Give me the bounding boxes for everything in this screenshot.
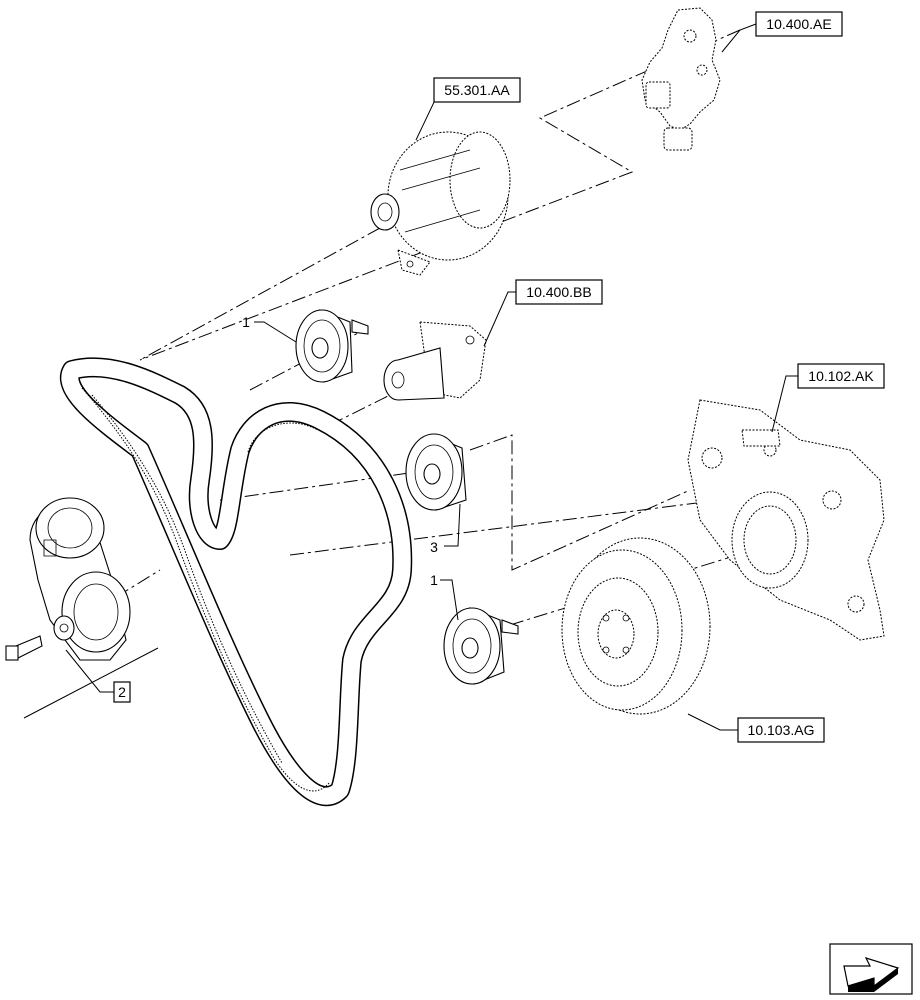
svg-text:55.301.AA: 55.301.AA	[444, 82, 510, 98]
poly-v-belt	[60, 357, 413, 806]
reference-10-103-ag[interactable]: 10.103.AG	[737, 717, 825, 743]
reference-10-400-bb[interactable]: 10.400.BB	[515, 279, 603, 305]
reference-10-102-ak[interactable]: 10.102.AK	[797, 363, 885, 389]
arrow-icon[interactable]	[829, 943, 913, 995]
item-number-idler-upper: 1	[242, 314, 250, 330]
idler-pulley-lower	[443, 607, 519, 685]
front-cover	[687, 399, 885, 641]
reference-10-400-ae[interactable]: 10.400.AE	[755, 11, 843, 37]
idler-pulley-middle	[405, 433, 467, 511]
camshaft-housing	[641, 7, 721, 151]
thermostat-housing	[383, 321, 487, 401]
svg-text:2: 2	[118, 684, 126, 700]
reference-55-301-aa[interactable]: 55.301.AA	[433, 77, 521, 103]
svg-text:10.400.BB: 10.400.BB	[526, 284, 591, 300]
alternator	[370, 131, 511, 276]
item-number-idler-middle: 3	[430, 539, 438, 555]
svg-text:10.400.AE: 10.400.AE	[766, 16, 831, 32]
item-number-tensioner: 2	[113, 681, 131, 703]
crankshaft-damper	[561, 537, 711, 715]
idler-pulley-upper	[295, 309, 369, 383]
item-number-idler-lower: 1	[430, 572, 438, 588]
svg-text:10.102.AK: 10.102.AK	[808, 368, 874, 384]
svg-text:10.103.AG: 10.103.AG	[748, 722, 815, 738]
belt-tensioner	[5, 497, 131, 661]
